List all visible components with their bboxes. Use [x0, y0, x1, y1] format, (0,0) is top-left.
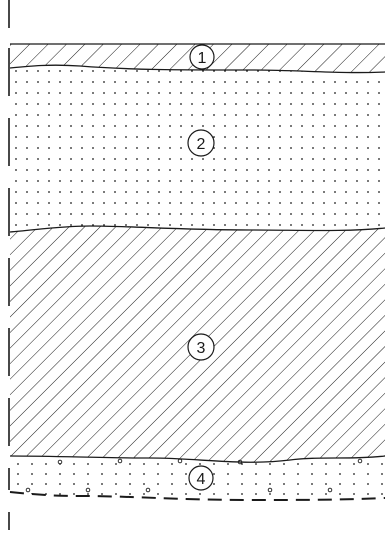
layer-marker-1-label: 1	[198, 50, 207, 67]
layer-marker-2-label: 2	[197, 136, 206, 153]
layer-marker-4: 4	[189, 466, 213, 490]
layer-marker-2: 2	[188, 130, 214, 156]
layer-marker-1: 1	[190, 45, 214, 69]
layer-marker-3-label: 3	[197, 340, 206, 357]
layer-marker-3: 3	[188, 334, 214, 360]
layer-marker-4-label: 4	[197, 471, 206, 488]
